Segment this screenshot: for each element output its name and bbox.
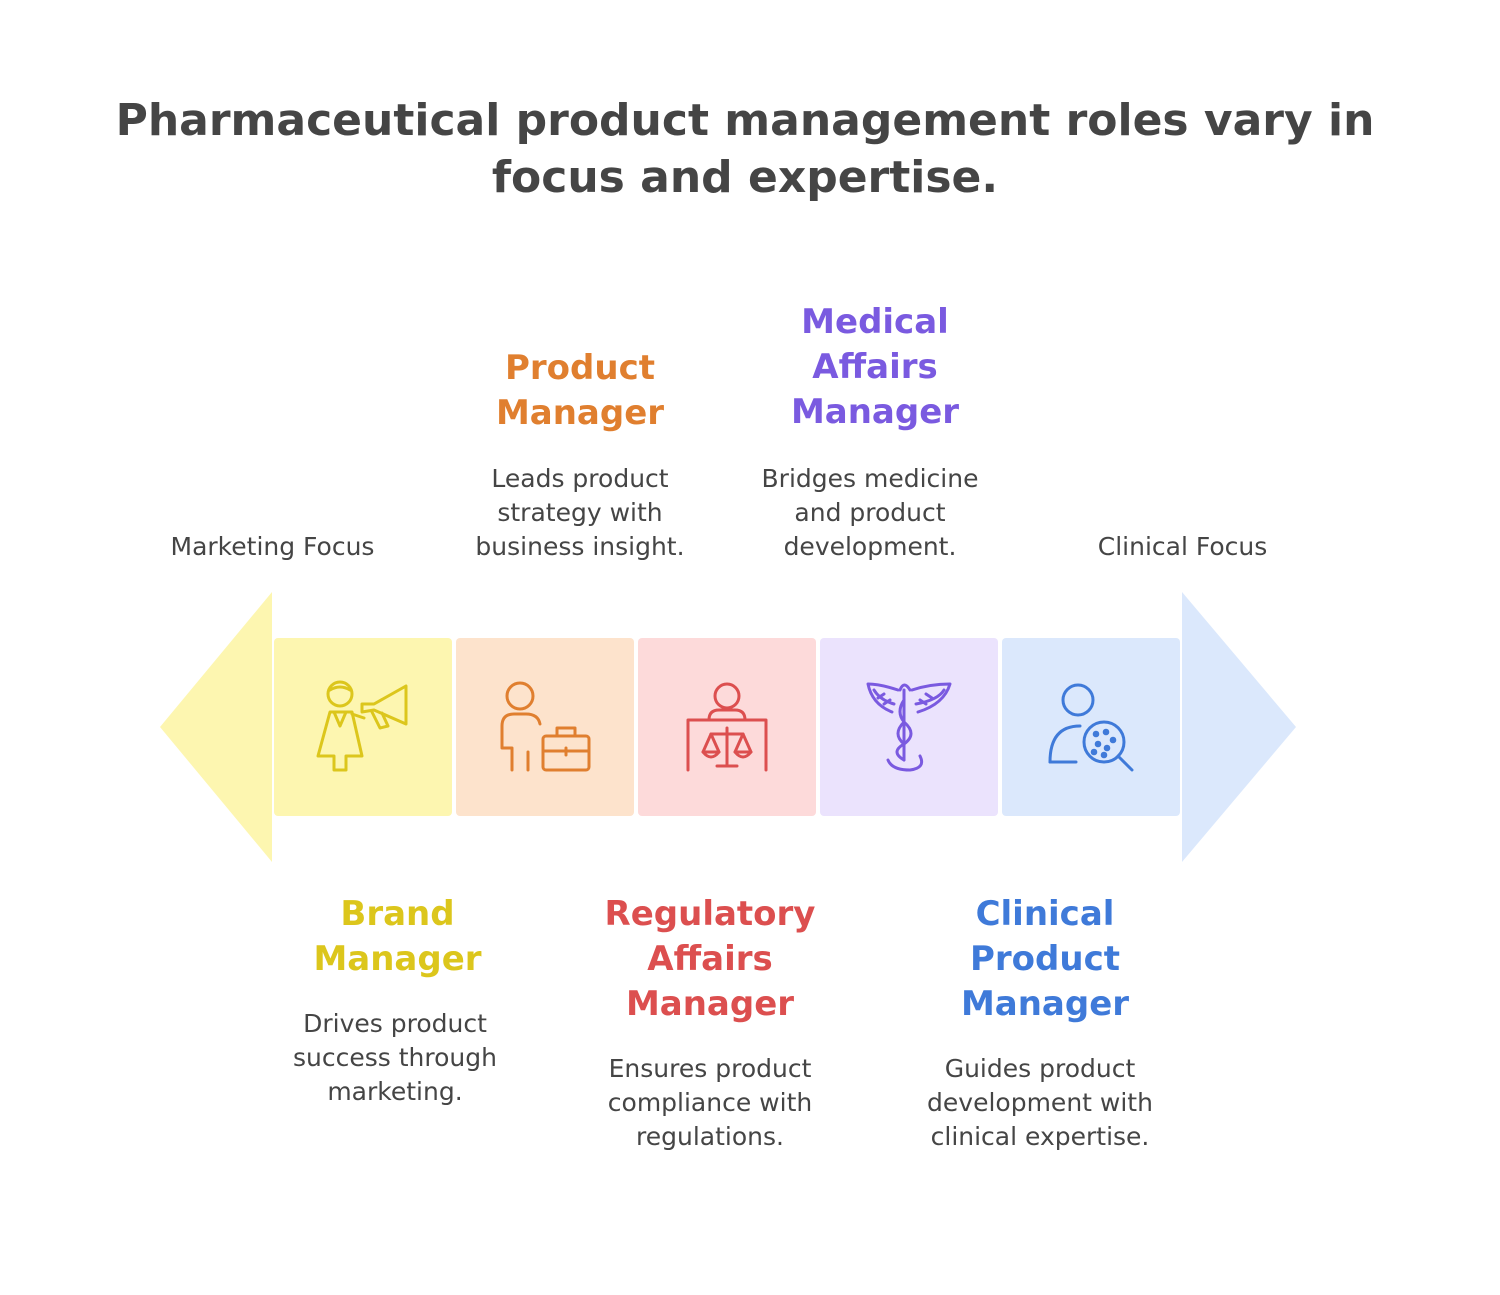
caduceus-icon bbox=[866, 682, 952, 772]
person-briefcase-icon bbox=[500, 681, 591, 772]
role-desc-medical-affairs-manager: Bridges medicine and product development… bbox=[761, 464, 979, 561]
role-desc-product-manager: Leads product strategy with business ins… bbox=[475, 464, 685, 561]
right-end-label: Clinical Focus bbox=[1097, 532, 1268, 561]
tile-product-manager bbox=[456, 638, 634, 816]
right-arrow-head bbox=[1182, 592, 1296, 862]
role-title-medical-affairs-manager: Medical Affairs Manager bbox=[790, 302, 960, 432]
role-desc-clinical-product-manager: Guides product development with clinical… bbox=[927, 1054, 1153, 1151]
scales-podium-icon bbox=[686, 682, 768, 772]
role-title-regulatory-affairs-manager: Regulatory Affairs Manager bbox=[604, 894, 816, 1024]
role-title-clinical-product-manager: Clinical Product Manager bbox=[960, 894, 1130, 1024]
role-desc-brand-manager: Drives product success through marketing… bbox=[293, 1009, 497, 1106]
left-arrow-head bbox=[160, 592, 272, 862]
left-end-label: Marketing Focus bbox=[170, 532, 375, 561]
diagram-title: Pharmaceutical product management roles … bbox=[115, 95, 1375, 203]
role-desc-regulatory-affairs-manager: Ensures product compliance with regulati… bbox=[607, 1054, 813, 1151]
megaphone-person-icon bbox=[316, 680, 408, 772]
role-title-product-manager: Product Manager bbox=[495, 348, 665, 433]
person-magnifier-icon bbox=[1048, 683, 1134, 772]
role-title-brand-manager: Brand Manager bbox=[313, 894, 482, 979]
tile-brand-manager bbox=[274, 638, 452, 816]
